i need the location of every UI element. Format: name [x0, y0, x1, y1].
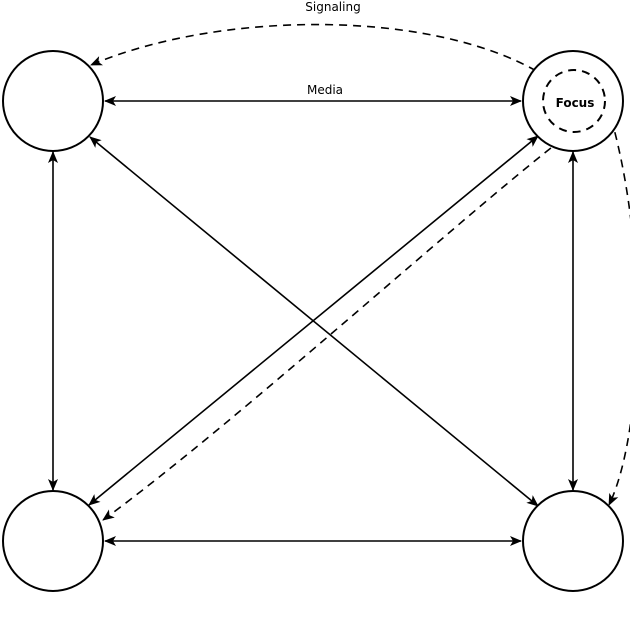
media-link-top-left-bottom-right — [89, 136, 539, 507]
node-bottom-left — [2, 490, 104, 592]
signaling-link-focus-top-left — [90, 23, 549, 79]
media-link-top-right-bottom-left — [88, 135, 539, 506]
focus-ring — [542, 69, 606, 133]
signaling-link-focus-bottom-left — [102, 130, 574, 521]
node-top-right — [522, 50, 624, 152]
focus-label: Focus — [556, 96, 595, 110]
signaling-link-focus-bottom-right — [601, 91, 630, 506]
node-bottom-right — [522, 490, 624, 592]
media-label: Media — [307, 83, 343, 97]
signaling-label: Signaling — [305, 0, 360, 14]
node-top-left — [2, 50, 104, 152]
